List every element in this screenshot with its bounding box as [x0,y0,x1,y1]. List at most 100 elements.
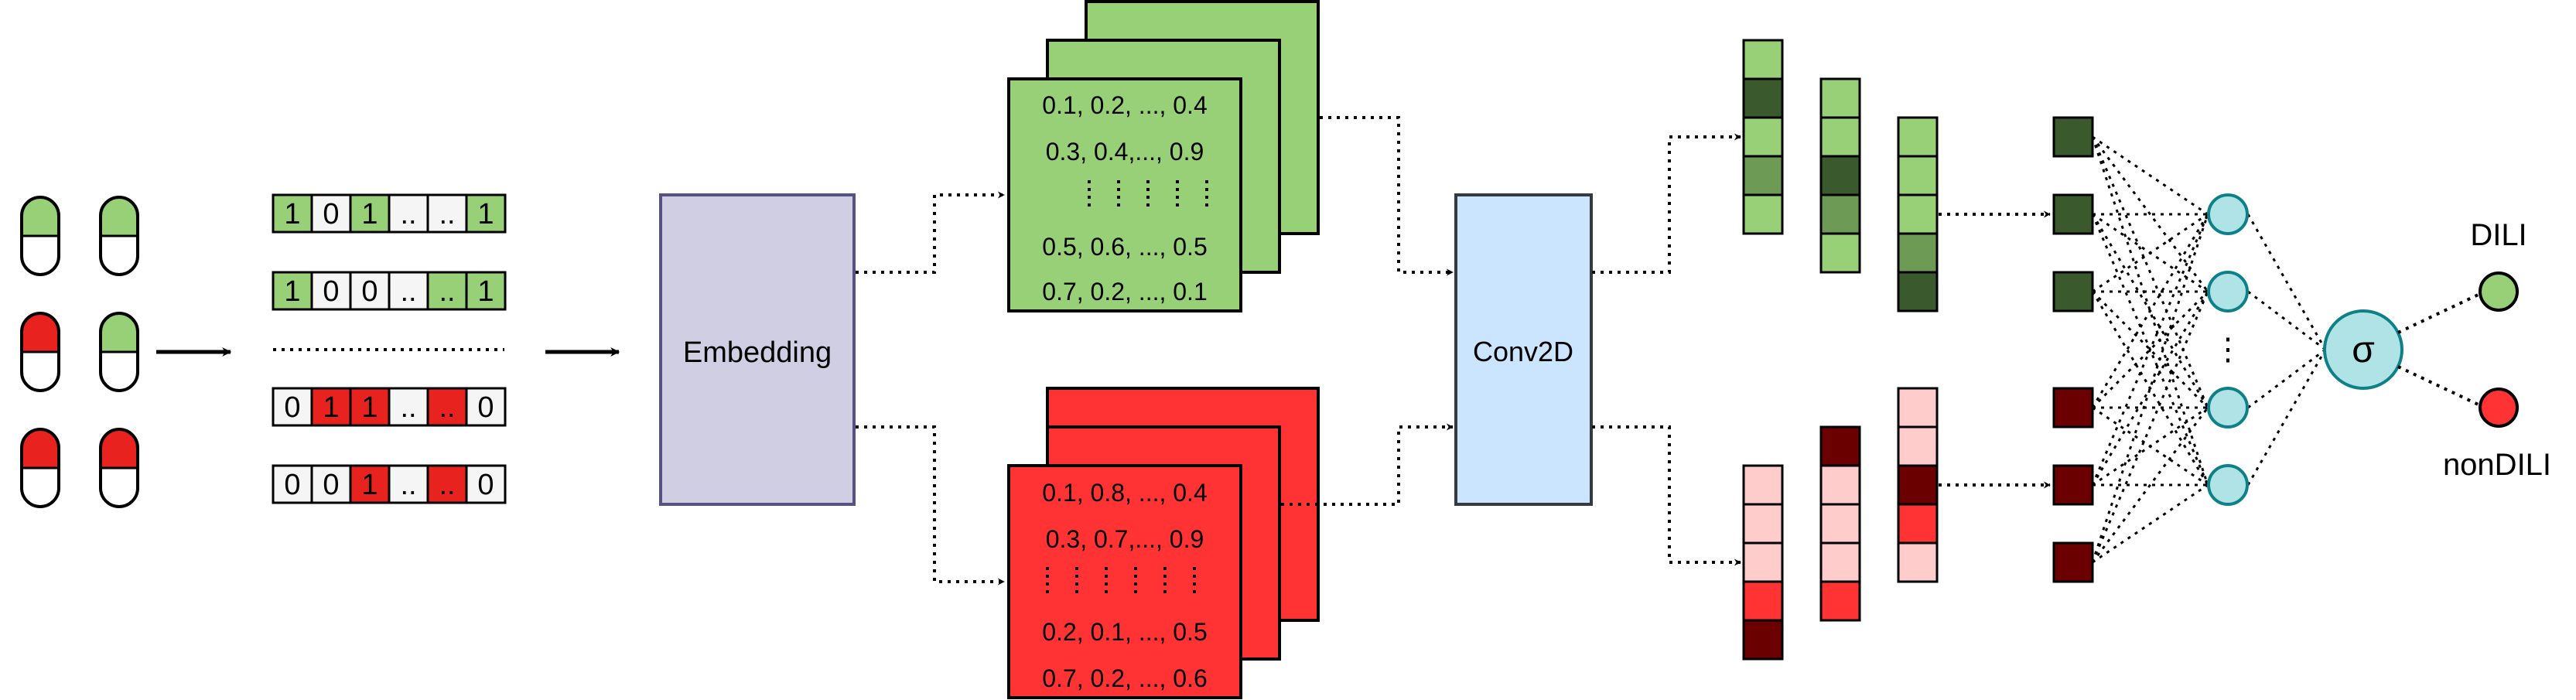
dense-connection [2091,136,2209,408]
dense-connection [2091,213,2209,408]
connector-red-to-conv [1281,423,1454,506]
fingerprint-cell [465,271,507,311]
fingerprint-cell-value: .. [400,391,416,424]
fingerprint-cell-value: .. [400,469,416,501]
pooled-feature-3 [2052,271,2094,312]
feature-cell [1897,387,1939,429]
nondili-output-node [2479,388,2519,428]
capsule-top-half [22,313,59,352]
fingerprint-cell-value: 1 [477,198,494,230]
feature-cell [1742,541,1784,583]
pooled-feature-2 [2052,193,2094,235]
fingerprint-cell [272,193,313,234]
fingerprint-cell-value: 0 [284,391,300,424]
pooled-features [1939,116,2094,583]
fingerprint-cell-value: 0 [477,469,494,501]
fingerprint-cell [465,464,507,504]
dense-connection [2091,291,2209,563]
dense-connection [2092,135,2209,216]
dense-connection [2091,136,2209,292]
dili-output-node [2479,271,2519,312]
fingerprint-cell [310,271,352,311]
sigmoid-output-layer: σ DILI nonDILI [2323,218,2551,482]
feature-cell [1742,464,1784,506]
connector-sigmoid-to-dili [2397,291,2484,334]
hidden-node-1 [2207,193,2249,235]
connector-embedding-to-green [856,191,1005,274]
fingerprint-cell-value: 0 [284,469,300,501]
fingerprint-cell [426,271,468,311]
fingerprint-cell-value: .. [400,275,416,308]
fingerprint-cell-value: 1 [361,391,378,424]
capsule-6 [99,428,139,508]
feature-cell [1819,464,1861,506]
feature-cell [1819,503,1861,545]
conv2d-box [1454,193,1593,506]
capsule-bottom-half [22,468,59,507]
connector-conv-to-green-features [1592,133,1741,274]
fingerprint-cell-value: 0 [323,275,339,308]
connector-sigmoid-to-nondili [2397,365,2484,408]
feature-cell [1742,503,1784,545]
green-embedding-matrices: 0.1, 0.2, ..., 0.4 0.3, 0.4,..., 0.9 0.5… [1007,0,1320,312]
drug-capsules [20,196,139,508]
capsule-top-half [22,197,59,236]
feature-cell [1742,116,1784,158]
hidden-to-sigmoid-connection [2247,348,2326,409]
hidden-node-ellipsis: ⋮ [2212,333,2243,367]
feature-cell [1819,155,1861,196]
red-matrix-vertical-dots [1046,567,1196,598]
dense-connection [2091,136,2209,486]
feature-cell [1897,193,1939,235]
hidden-to-sigmoid-connection [2246,349,2327,486]
red-matrix-row-3: 0.2, 0.1, ..., 0.5 [1042,618,1207,646]
fingerprint-cell-value: 1 [323,391,339,424]
capsule-top-half [101,313,138,352]
feature-cell [1819,541,1861,583]
dense-connection [2092,406,2209,487]
feature-cell [1897,425,1939,467]
hidden-to-sigmoid-connection [2247,290,2326,351]
feature-cell [1897,232,1939,274]
red-matrix-row-4: 0.7, 0.2, ..., 0.6 [1042,664,1207,692]
feature-cell [1819,580,1861,622]
fingerprint-cell-value: .. [439,275,455,308]
capsule-5 [20,428,60,508]
feature-cell [1819,193,1861,235]
dense-connection [2091,213,2209,486]
capsule-bottom-half [101,352,138,391]
sigmoid-node [2323,309,2403,390]
pooled-feature-1 [2052,116,2094,158]
red-matrix-row-1: 0.1, 0.8, ..., 0.4 [1042,479,1207,507]
capsule-top-half [101,197,138,236]
feature-cell [1742,77,1784,119]
green-feature-column-3 [1897,116,1939,312]
fingerprint-cell [272,464,313,504]
conv2d-block: Conv2D [1454,193,1593,506]
dense-connection [2091,291,2209,486]
feature-cell [1897,116,1939,158]
green-matrix-row-4: 0.7, 0.2, ..., 0.1 [1042,278,1207,306]
hidden-node-4 [2207,464,2249,506]
fingerprint-cell [310,387,352,427]
hidden-node-2 [2207,271,2249,312]
feature-cell [1897,271,1939,312]
pooled-feature-5 [2052,464,2094,506]
dili-label: DILI [2470,218,2526,252]
fingerprint-cell [426,464,468,504]
capsule-top-half [101,429,138,468]
fingerprint-cell-value: 0 [323,198,339,230]
feature-cell [1819,425,1861,467]
red-feature-column-2 [1819,425,1861,622]
dense-connection [2091,407,2209,563]
fingerprint-cell-value: 1 [284,275,300,308]
pooled-feature-4 [2052,387,2094,429]
green-feature-column-1 [1742,39,1784,235]
green-matrix-row-3: 0.5, 0.6, ..., 0.5 [1042,233,1207,261]
embedding-label: Embedding [683,336,832,369]
fingerprint-cell [388,271,429,311]
fingerprint-cell-value: 1 [361,198,378,230]
